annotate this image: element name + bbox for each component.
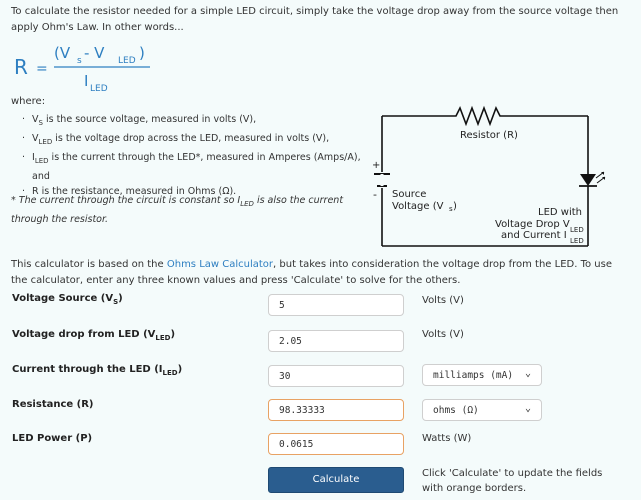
led-label-1: LED with <box>538 207 582 218</box>
led-label-3: and Current I <box>501 230 567 241</box>
formula-sub-s: s <box>77 56 82 66</box>
calculate-button[interactable]: Calculate <box>268 467 404 493</box>
current-note: * The current through the circuit is con… <box>11 195 344 225</box>
definitions-list: VS is the source voltage, measured in vo… <box>22 112 362 199</box>
calculator-info: This calculator is based on the Ohms Law… <box>11 259 612 286</box>
current-unit-select[interactable]: milliamps (mA) ⌄ <box>422 364 542 386</box>
where-label: where: <box>11 96 46 107</box>
resistance-unit-value: ohms (Ω) <box>433 404 479 416</box>
voltage-source-label: Voltage Source (VS) <box>12 293 123 306</box>
formula-denominator: I <box>84 72 88 90</box>
plus-sign: + <box>372 160 380 171</box>
minus-sign: - <box>373 188 377 201</box>
resistance-input[interactable] <box>268 399 404 421</box>
intro-text: To calculate the resistor needed for a s… <box>11 6 619 33</box>
definition-iled: ILED is the current through the LED*, me… <box>22 150 362 184</box>
resistance-formula: R = (V s - V LED ) I LED <box>14 44 150 94</box>
svg-text:LED: LED <box>570 226 584 234</box>
current-unit-value: milliamps (mA) <box>433 369 514 381</box>
svg-text:s: s <box>449 205 453 213</box>
led-power-label: LED Power (P) <box>12 433 93 444</box>
svg-text:LED: LED <box>570 237 584 245</box>
formula-numerator-open: (V <box>54 44 71 62</box>
voltage-drop-label: Voltage drop from LED (VLED) <box>12 329 176 342</box>
top-wire-resistor <box>382 105 588 127</box>
definition-r: R is the resistance, measured in Ohms (Ω… <box>22 184 362 199</box>
resistor-label: Resistor (R) <box>460 130 518 141</box>
led-circuit-diagram: Resistor (R) + - Source Voltage (V s ) L… <box>372 105 606 247</box>
chevron-down-icon: ⌄ <box>524 368 531 379</box>
definition-vs: VS is the source voltage, measured in vo… <box>22 112 362 131</box>
svg-text:): ) <box>453 201 457 212</box>
formula-eq: = <box>36 61 48 77</box>
current-label: Current through the LED (ILED) <box>12 364 183 377</box>
source-label-2: Voltage (V <box>392 201 444 212</box>
definition-vled: VLED is the voltage drop across the LED,… <box>22 131 362 150</box>
formula-sub-led: LED <box>118 56 136 66</box>
calculate-hint: Click 'Calculate' to update the fields w… <box>422 468 603 494</box>
led-power-unit: Watts (W) <box>422 433 472 444</box>
voltage-drop-unit: Volts (V) <box>422 329 464 340</box>
led-diode-icon <box>580 174 596 186</box>
resistance-label: Resistance (R) <box>12 399 94 410</box>
resistance-unit-select[interactable]: ohms (Ω) ⌄ <box>422 399 542 421</box>
source-label-1: Source <box>392 189 426 200</box>
voltage-source-input[interactable] <box>268 294 404 316</box>
formula-minus: - V <box>84 44 105 62</box>
voltage-source-unit: Volts (V) <box>422 295 464 306</box>
chevron-down-icon: ⌄ <box>524 403 531 414</box>
ohms-law-link[interactable]: Ohms Law Calculator <box>166 259 274 270</box>
formula-lhs: R <box>14 55 28 79</box>
voltage-drop-input[interactable] <box>268 330 404 352</box>
formula-den-sub: LED <box>90 84 108 94</box>
led-label-2: Voltage Drop V <box>495 219 570 230</box>
current-input[interactable] <box>268 365 404 387</box>
led-power-input[interactable] <box>268 433 404 455</box>
formula-close: ) <box>139 44 145 62</box>
